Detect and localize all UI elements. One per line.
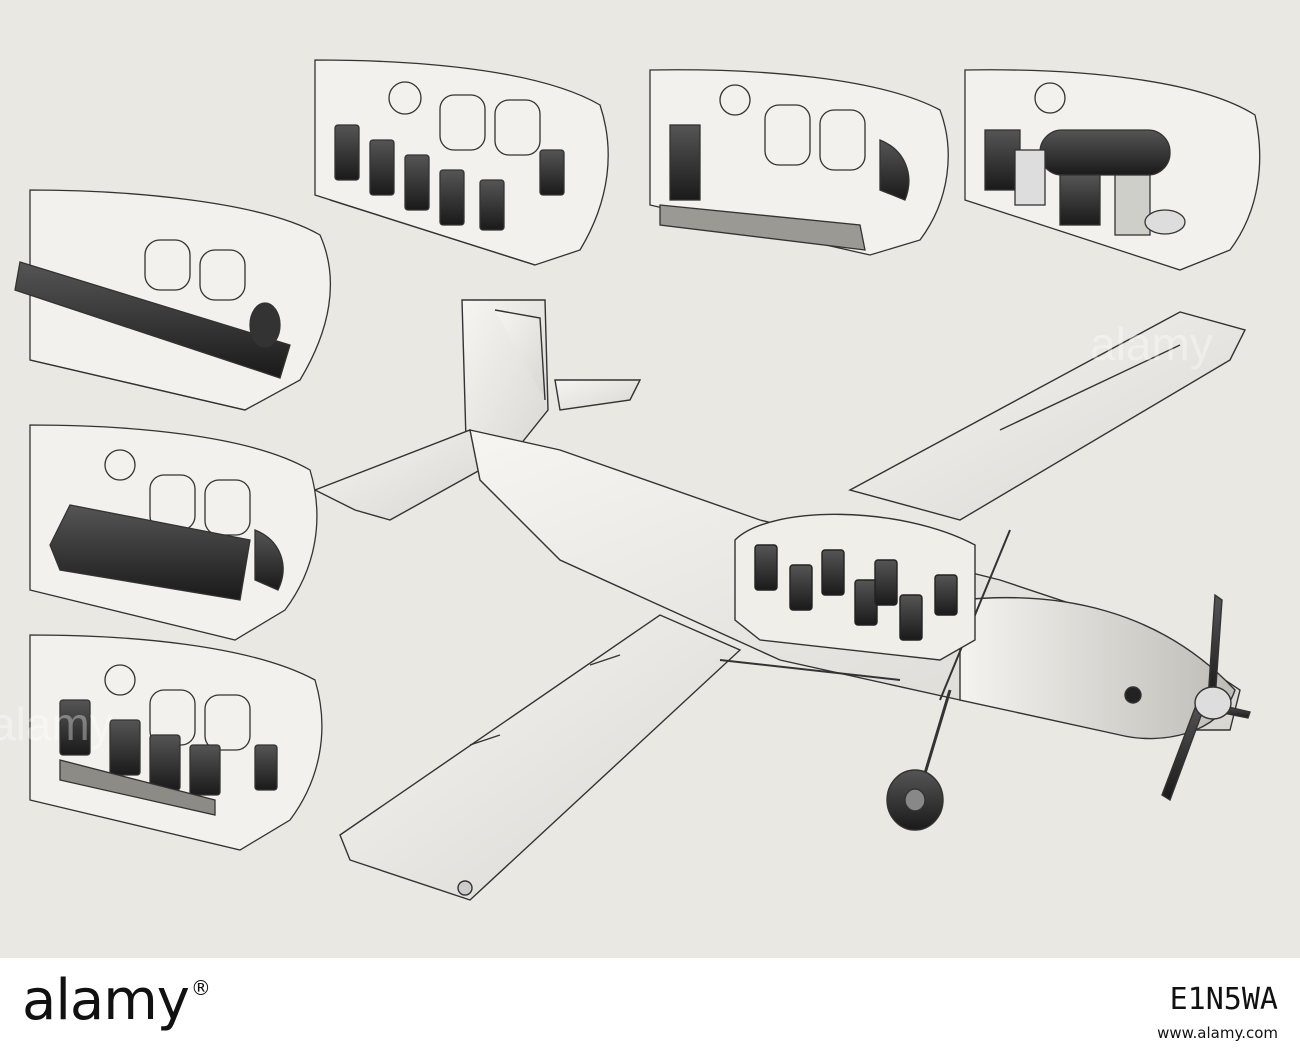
near-wing — [339, 614, 742, 901]
far-wing — [848, 311, 1247, 521]
aircraft — [313, 299, 1251, 901]
panel-bench-seats — [29, 634, 323, 851]
panel-mixed-cargo — [964, 69, 1261, 271]
panel-long-cargo — [14, 189, 331, 411]
long-tube-cargo — [14, 261, 291, 379]
casket — [49, 504, 251, 601]
stock-footer — [0, 958, 1300, 1048]
watermark-group: alamy alamy — [0, 318, 1213, 750]
left-stabilizer — [313, 429, 481, 521]
cylinder-cargo — [1039, 129, 1171, 176]
image-id: E1N5WA — [1169, 982, 1278, 1017]
right-stabilizer — [554, 379, 642, 411]
site-url[interactable]: www.alamy.com — [1157, 1024, 1278, 1042]
panel-seating-rows — [314, 59, 609, 266]
spinner — [1194, 686, 1232, 720]
panel-empty-cabin — [649, 69, 949, 256]
aircraft-cutaway-illustration: alamy alamy — [0, 0, 1300, 958]
watermark: alamy — [1090, 318, 1213, 370]
cabin-seats — [754, 544, 958, 641]
panel-casket-cargo — [29, 424, 318, 641]
engine-cowling — [959, 596, 1236, 740]
brand-logo[interactable]: alamy® — [22, 968, 211, 1033]
watermark: alamy — [0, 698, 113, 750]
